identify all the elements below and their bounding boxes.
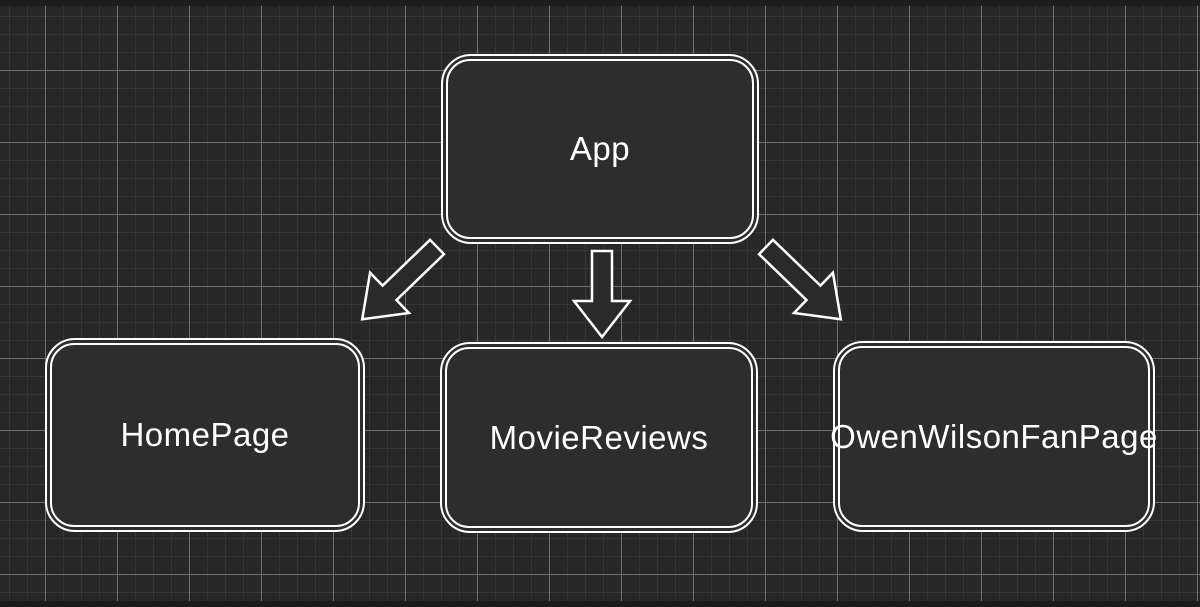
node-homepage-label: HomePage — [120, 416, 290, 453]
node-homepage[interactable]: HomePage — [45, 338, 365, 532]
node-app-label: App — [569, 130, 631, 167]
node-owenwilsonfanpage-label: OwenWilsonFanPage — [830, 417, 1158, 455]
node-moviereviews[interactable]: MovieReviews — [440, 342, 758, 533]
node-owenwilsonfanpage[interactable]: OwenWilsonFanPage — [830, 341, 1158, 532]
arrow-app-to-moviereviews[interactable] — [571, 249, 633, 340]
arrow-app-to-homepage[interactable] — [343, 227, 457, 340]
node-moviereviews-label: MovieReviews — [489, 418, 709, 456]
node-app[interactable]: App — [441, 54, 759, 244]
arrow-app-to-owenwilsonfanpage[interactable] — [747, 227, 861, 340]
